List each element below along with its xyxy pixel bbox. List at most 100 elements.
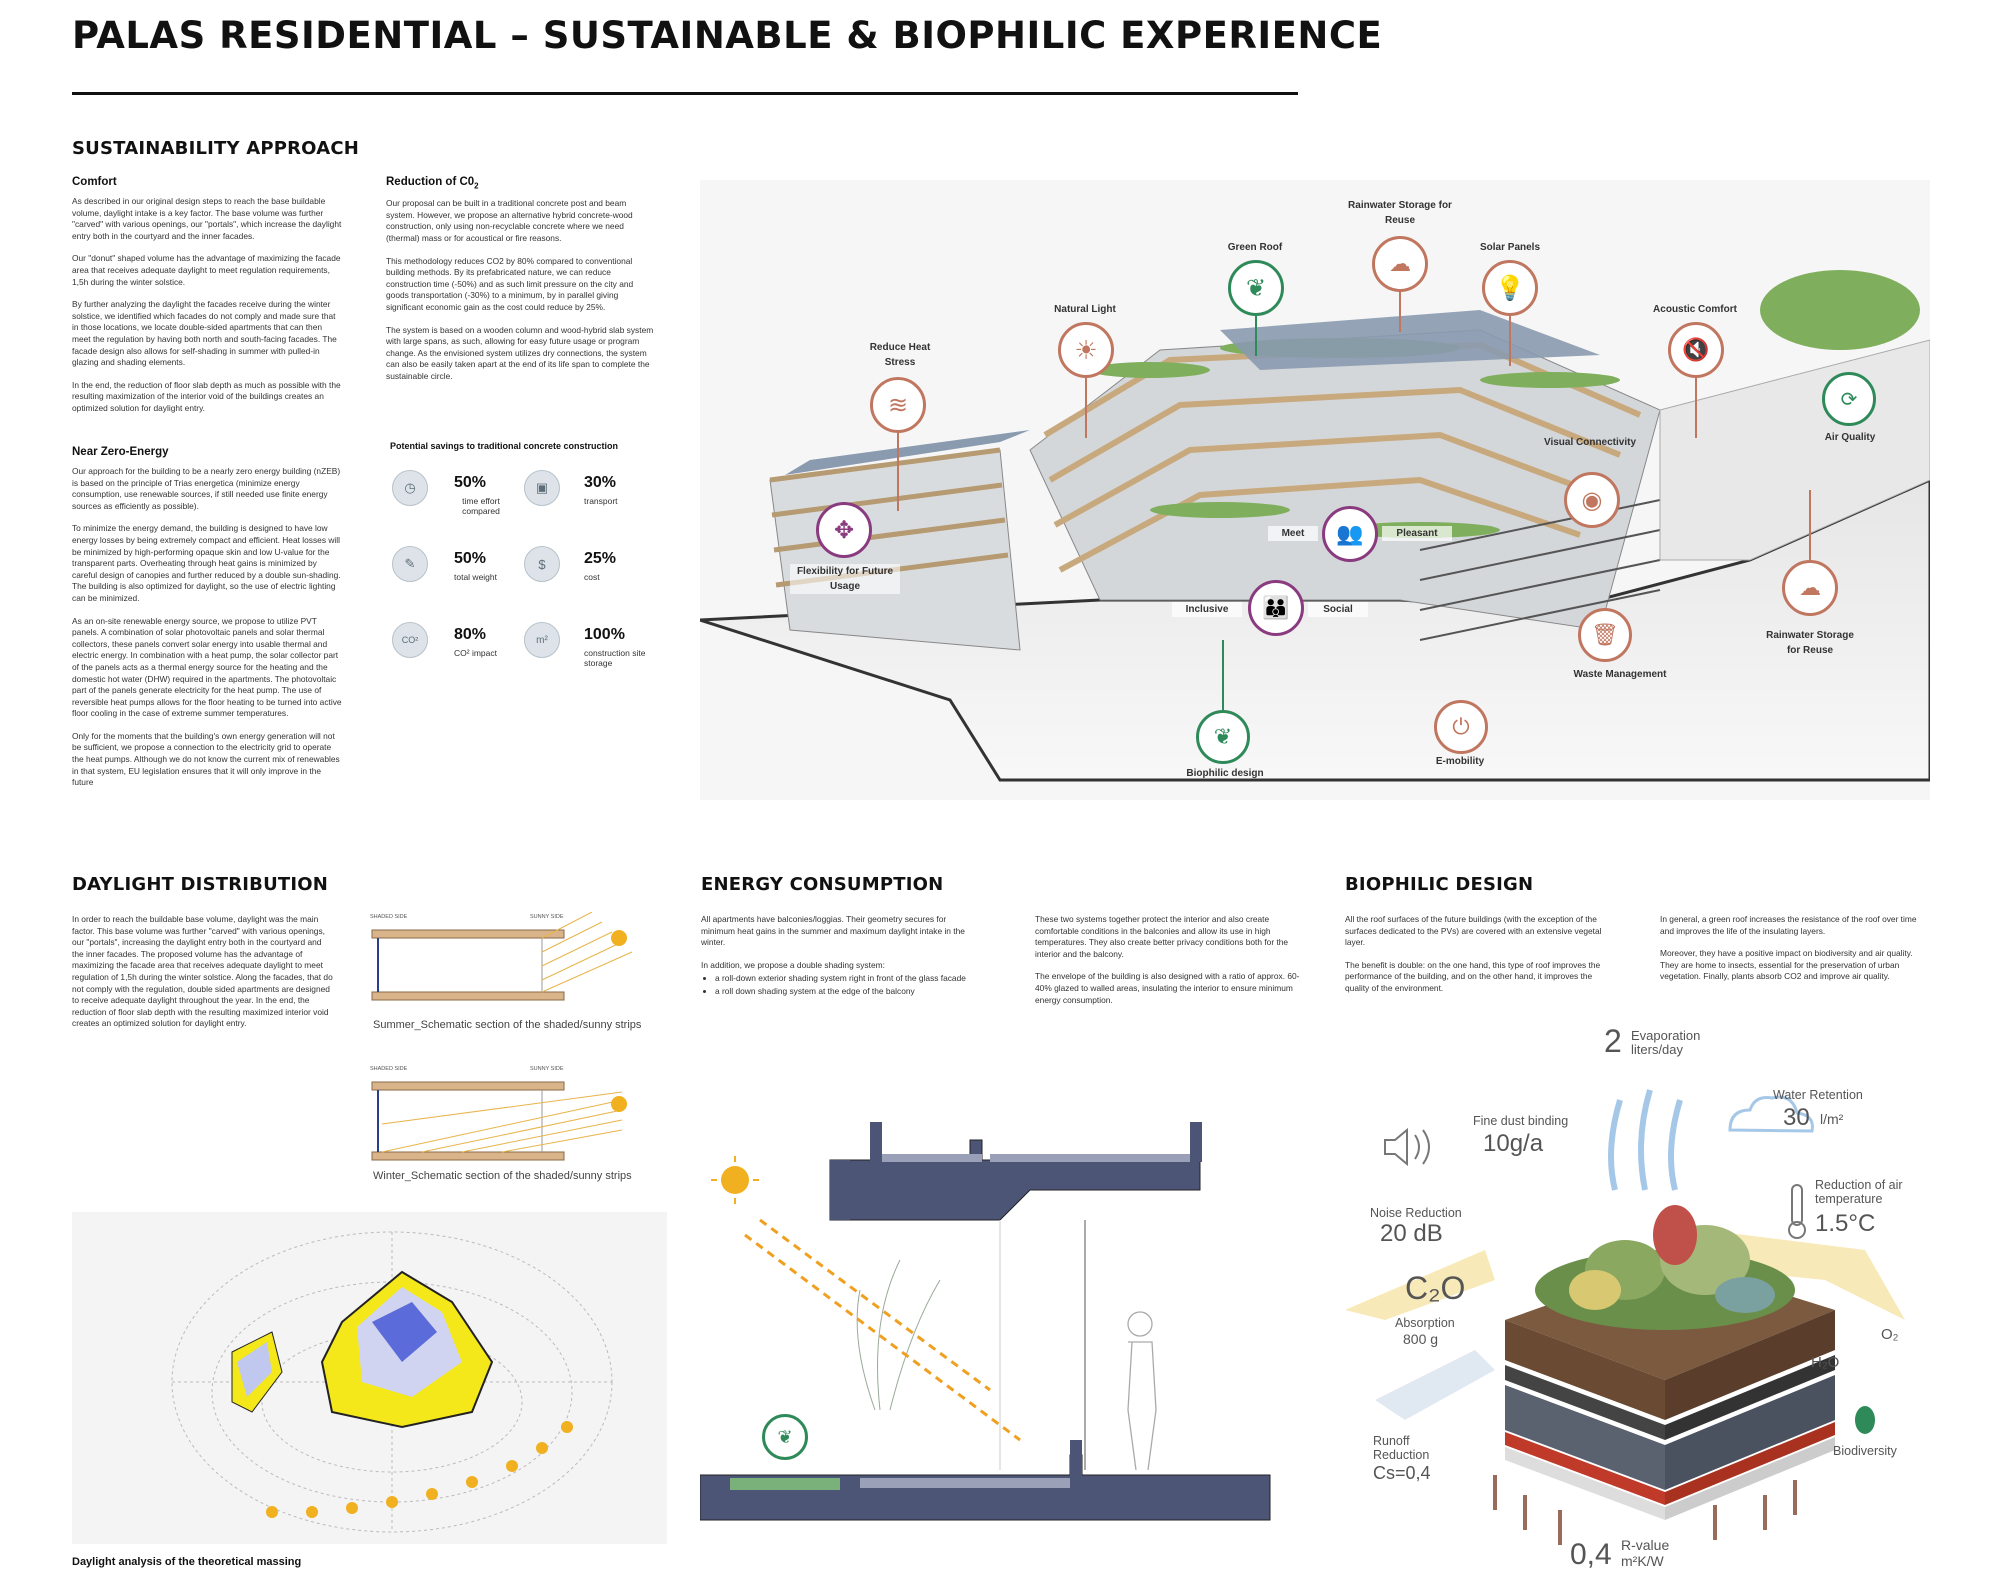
energy-lead: In addition, we propose a double shading… <box>701 959 885 970</box>
leaf-icon: ❦ <box>1196 710 1250 764</box>
nzeb-heading: Near Zero-Energy <box>72 446 169 458</box>
nzeb-p3: As an on-site renewable energy source, w… <box>72 615 342 719</box>
air-temp-label: Reduction of air temperature <box>1815 1178 1903 1206</box>
stat-pct: 100% <box>584 626 625 643</box>
page-title: PALAS RESIDENTIAL – SUSTAINABLE & BIOPHI… <box>72 14 1383 57</box>
water-retention-label: Water Retention <box>1773 1088 1863 1102</box>
callout-line <box>1255 316 1257 356</box>
callout-line <box>897 433 899 511</box>
shaded-side-label: SHADED SIDE <box>370 914 408 920</box>
label-emobility: E-mobility <box>1435 756 1485 767</box>
label-reduce-heat: Reduce Heat Stress <box>869 342 931 368</box>
leaf-icon: ❦ <box>1228 260 1284 316</box>
speaker-muted-icon: 🔇 <box>1668 322 1724 378</box>
biodiversity-label: Biodiversity <box>1833 1444 1897 1458</box>
callout-line <box>1222 640 1224 710</box>
green-roof-diagram: 2 Evaporation liters/day Fine dust bindi… <box>1345 1020 1930 1580</box>
biophilic-col1: All the roof surfaces of the future buil… <box>1345 914 1615 1006</box>
sun-icon: ☀ <box>1058 322 1114 378</box>
label-inclusive: Inclusive <box>1172 602 1242 617</box>
summer-caption: Summer_Schematic section of the shaded/s… <box>373 1019 642 1031</box>
expand-arrows-icon: ✥ <box>816 502 872 558</box>
comfort-p4: In the end, the reduction of floor slab … <box>72 379 341 413</box>
people-group-icon: 👥 <box>1322 506 1378 562</box>
callout-line <box>1809 490 1811 560</box>
comfort-p2: Our "donut" shaped volume has the advant… <box>72 253 341 287</box>
winter-section-diagram: SHADED SIDE SUNNY SIDE <box>362 1064 652 1174</box>
lightbulb-icon: 💡 <box>1482 260 1538 316</box>
evaporation-label: Evaporation liters/day <box>1631 1028 1701 1057</box>
building-illustration <box>699 180 1932 800</box>
air-temp-value: 1.5°C <box>1815 1210 1876 1237</box>
biophilic-col2-p1: In general, a green roof increases the r… <box>1660 914 1917 936</box>
trash-bin-icon: 🗑 <box>1578 608 1632 662</box>
daylight-analysis-image <box>72 1212 667 1544</box>
noise-value: 20 dB <box>1380 1220 1443 1247</box>
area-icon: m² <box>524 622 560 658</box>
rain-cloud-icon: ☁ <box>1372 236 1428 292</box>
energy-col2: These two systems together protect the i… <box>1035 914 1303 1017</box>
energy-bullet: a roll down shading system at the edge o… <box>715 986 971 998</box>
energy-intro: All apartments have balconies/loggias. T… <box>701 914 965 948</box>
stat-label: construction site storage <box>584 648 646 668</box>
label-waste: Waste Management <box>1573 669 1667 680</box>
sustainability-heading: SUSTAINABILITY APPROACH <box>72 138 360 159</box>
stat-icon-truck: ▣ <box>524 470 560 506</box>
building-diagram: Reduce Heat Stress ≋ Natural Light ☀ Gre… <box>699 180 1932 800</box>
biophilic-col2-p2: Moreover, they have a positive impact on… <box>1660 948 1913 982</box>
o2-label: O₂ <box>1881 1326 1899 1343</box>
callout-line <box>1695 378 1697 438</box>
co2-section: Reduction of C02 Our proposal can be bui… <box>386 176 656 394</box>
nzeb-section: Near Zero-Energy Our approach for the bu… <box>72 446 342 800</box>
rvalue-unit: m²K/W <box>1621 1553 1664 1569</box>
co2-heading: Reduction of C02 <box>386 176 479 191</box>
stat-icon-area: m² <box>524 622 560 658</box>
eye-icon: ◉ <box>1564 472 1620 528</box>
feather-icon: ✎ <box>392 546 428 582</box>
energy-bullets: a roll-down exterior shading system righ… <box>715 973 971 997</box>
daylight-text: In order to reach the buildable base vol… <box>72 914 333 1029</box>
evaporation-value: 2 <box>1604 1023 1622 1059</box>
label-solar-panels: Solar Panels <box>1479 242 1541 253</box>
label-acoustic: Acoustic Comfort <box>1653 304 1737 315</box>
stat-pct: 30% <box>584 474 617 491</box>
savings-title: Potential savings to traditional concret… <box>390 441 619 451</box>
callout-line <box>1085 378 1087 438</box>
runoff-label: Runoff Reduction <box>1373 1434 1430 1462</box>
comfort-p1: As described in our original design step… <box>72 196 342 241</box>
label-visual: Visual Connectivity <box>1543 437 1637 448</box>
stat-label: CO² impact <box>454 648 497 658</box>
energy-col2-p1: These two systems together protect the i… <box>1035 914 1289 959</box>
stat-icon-dollar: $ <box>524 546 560 582</box>
rvalue-label: R-value <box>1621 1537 1670 1553</box>
c2o-label: C₂O <box>1405 1270 1466 1306</box>
rvalue-value: 0,4 <box>1570 1538 1612 1571</box>
sunny-side-label: SUNNY SIDE <box>530 1066 564 1072</box>
energy-heading: ENERGY CONSUMPTION <box>701 874 944 895</box>
balcony-section-drawing: ❦ <box>699 1080 1280 1540</box>
stat-icon-feather: ✎ <box>392 546 428 582</box>
biophilic-heading: BIOPHILIC DESIGN <box>1345 874 1534 895</box>
label-social: Social <box>1308 602 1368 617</box>
comfort-p3: By further analyzing the daylight the fa… <box>72 299 337 368</box>
community-icon: 👪 <box>1248 580 1304 636</box>
label-biophilic: Biophilic design <box>1186 768 1264 779</box>
label-flexibility: Flexibility for Future Usage <box>790 564 900 594</box>
fine-dust-label: Fine dust binding <box>1473 1114 1569 1128</box>
title-rule <box>72 92 1298 95</box>
nzeb-text: Our approach for the building to be a ne… <box>72 466 342 789</box>
energy-col2-p2: The envelope of the building is also des… <box>1035 971 1300 1005</box>
biophilic-col1-p2: The benefit is double: on the one hand, … <box>1345 959 1601 993</box>
nzeb-p1: Our approach for the building to be a ne… <box>72 466 341 511</box>
stat-pct: 80% <box>454 626 487 643</box>
label-natural-light: Natural Light <box>1054 304 1116 315</box>
daylight-heading: DAYLIGHT DISTRIBUTION <box>72 874 329 895</box>
runoff-value: Cs=0,4 <box>1373 1463 1431 1483</box>
co2-p1: Our proposal can be built in a tradition… <box>386 198 633 244</box>
absorption-value: 800 g <box>1403 1331 1439 1347</box>
stat-label: time effort compared <box>462 496 500 516</box>
dollar-icon: $ <box>524 546 560 582</box>
shaded-side-label: SHADED SIDE <box>370 1066 408 1072</box>
co2-icon: CO² <box>392 622 428 658</box>
fine-dust-value: 10g/a <box>1483 1130 1544 1157</box>
